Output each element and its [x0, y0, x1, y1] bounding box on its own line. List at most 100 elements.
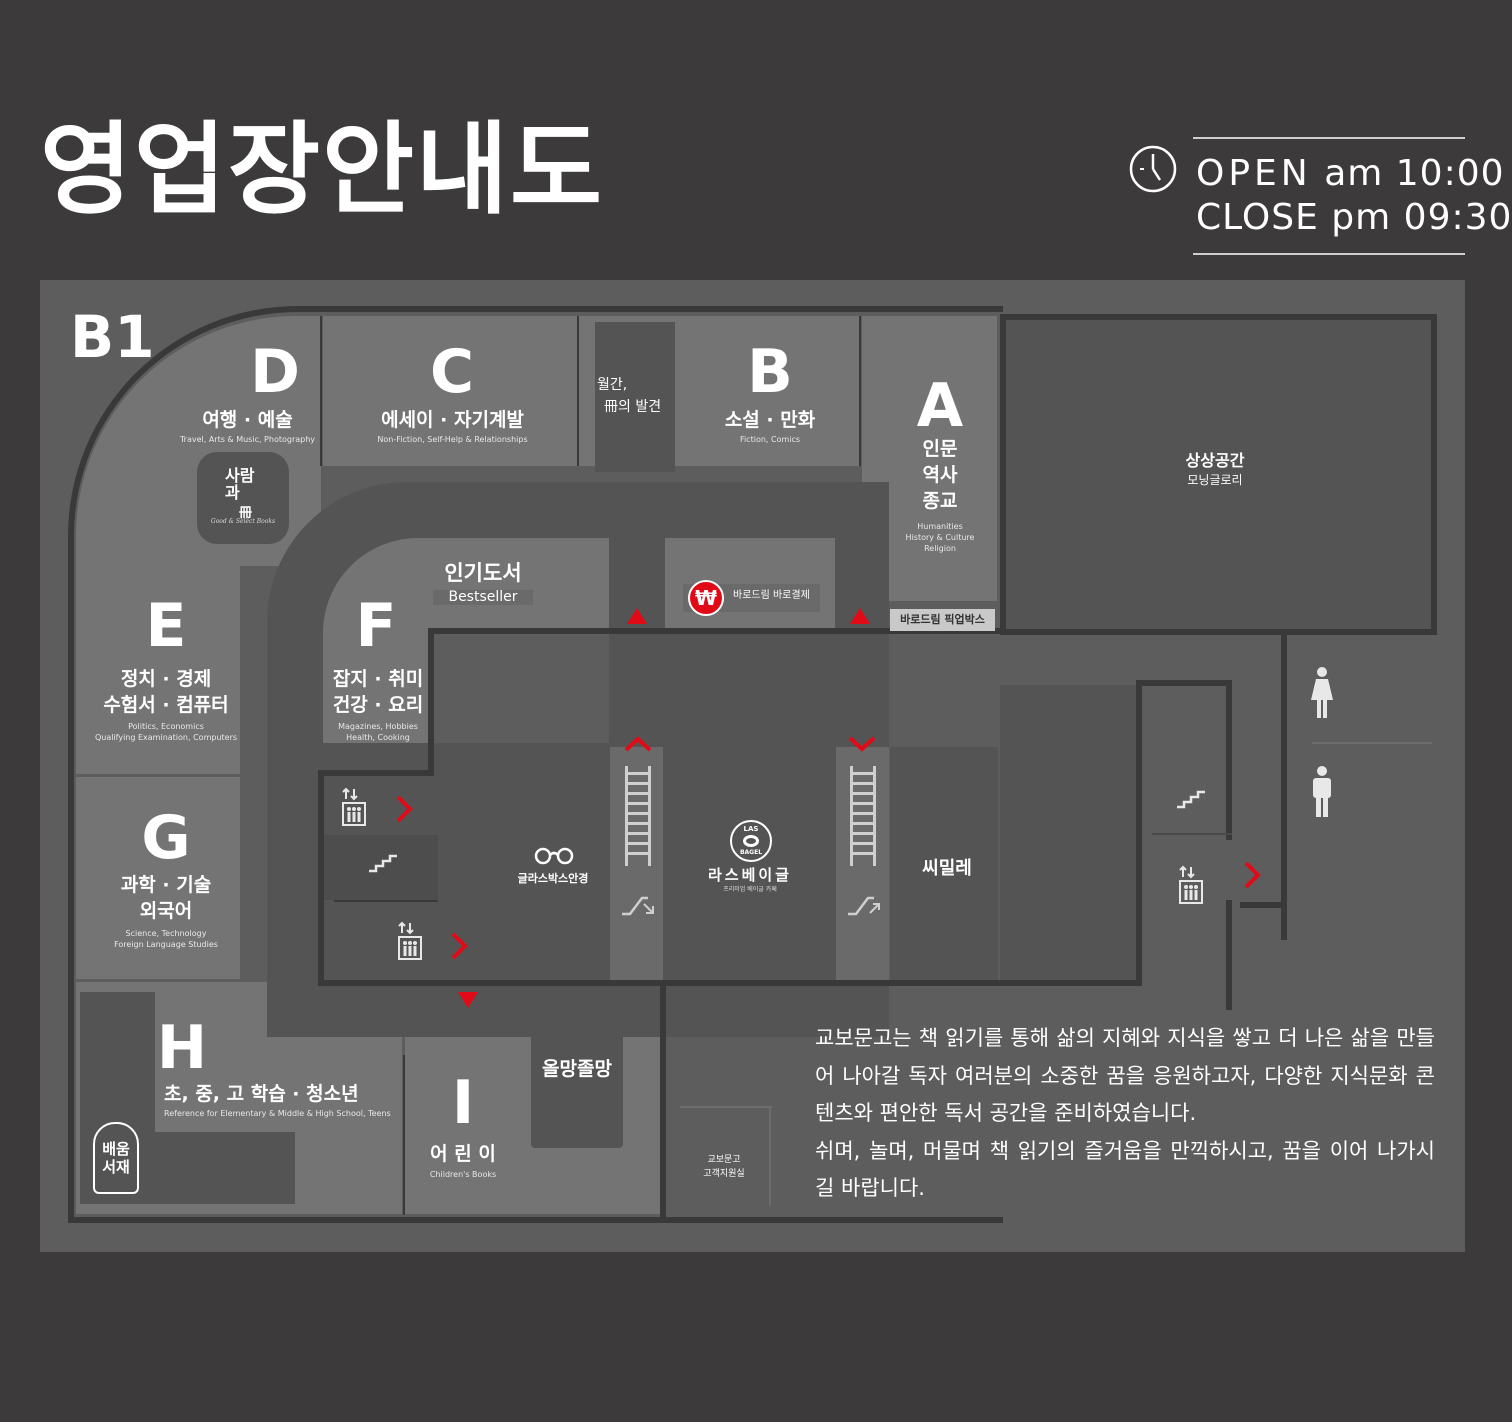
customer-center-line2: 고객지원실 — [703, 1169, 745, 1179]
divider — [334, 900, 438, 902]
hours-bottom-rule — [1193, 253, 1465, 255]
zone-c-area — [323, 316, 577, 466]
escalator-up-sign-icon — [848, 896, 880, 916]
zone-i-letter: I — [451, 1068, 475, 1138]
divider — [577, 316, 579, 466]
zone-e-area — [76, 566, 240, 774]
escalator-down-chevron-icon — [848, 736, 876, 752]
inner-wall — [428, 628, 1148, 634]
divider — [680, 1106, 772, 1108]
zone-g-letter: G — [141, 803, 191, 873]
las-badge-bottom: BAGEL — [739, 849, 763, 856]
zone-e-label-2: 수험서 · 컴퓨터 — [103, 694, 229, 716]
elevator-icon — [398, 921, 422, 960]
zone-monthly-area — [595, 322, 675, 472]
building-outline — [68, 306, 1003, 1223]
inner-wall — [1136, 680, 1142, 986]
baeum-shelf — [80, 992, 155, 1204]
zone-d-eng: Travel, Arts & Music, Photography — [179, 435, 316, 444]
stairs-icon — [369, 854, 397, 873]
zone-b-letter: B — [747, 337, 793, 407]
stairs-icon — [1177, 790, 1205, 809]
zone-f-label-1: 잡지 · 취미 — [332, 668, 424, 690]
olmang-label: 올망졸망 — [542, 1058, 612, 1080]
olmang-store — [531, 1012, 623, 1148]
close-hours: CLOSE pm 09:30 — [1196, 200, 1512, 236]
zone-c-label: 에세이 · 자기계발 — [381, 409, 524, 431]
zone-b-eng: Fiction, Comics — [739, 435, 801, 444]
won-icon: ₩ — [688, 580, 724, 616]
hours-top-rule — [1193, 137, 1465, 139]
zone-a-label-2: 역사 — [922, 464, 958, 486]
zone-a-eng-2: History & Culture — [905, 533, 975, 542]
inner-wall — [660, 980, 666, 1223]
page-title: 영업장안내도 — [40, 111, 604, 228]
arrow-down-icon — [458, 992, 478, 1008]
sangsang-line1: 상상공간 — [1185, 451, 1245, 470]
glasses-label: 글라스박스안경 — [517, 872, 589, 885]
saramgwa-book-sub: Good & Select Books — [210, 518, 276, 525]
arrow-right-icon — [1244, 861, 1261, 889]
zone-e-eng-2: Qualifying Examination, Computers — [94, 733, 238, 742]
arrow-right-icon — [451, 932, 468, 960]
escalator-down-icon — [850, 766, 876, 866]
zone-a-letter: A — [916, 371, 964, 441]
divider — [769, 1106, 771, 1206]
zone-a-eng-1: Humanities — [917, 522, 963, 531]
won-symbol: ₩ — [694, 586, 718, 610]
zone-d-label: 여행 · 예술 — [202, 409, 293, 431]
zone-f-letter: F — [355, 591, 397, 661]
zone-e-label-1: 정치 · 경제 — [120, 668, 212, 690]
zone-g-area — [76, 777, 240, 979]
escalator-down-sign-icon — [622, 896, 654, 916]
male-restroom-icon — [1313, 766, 1331, 817]
restroom-wall — [1240, 902, 1287, 908]
inner-wall — [318, 770, 324, 985]
pickup-box-label: 바로드림 픽업박스 — [890, 609, 995, 631]
saramgwa-book-line2: 冊 — [239, 506, 253, 521]
close-label: CLOSE — [1196, 197, 1319, 238]
sangsang-store — [1000, 314, 1437, 635]
zone-d-letter: D — [250, 337, 300, 407]
inner-wall — [318, 770, 434, 776]
divider — [1312, 742, 1432, 744]
monthly-line1: 월간, — [597, 377, 628, 393]
zone-g-label-2: 외국어 — [139, 900, 193, 922]
customer-center-line1: 교보문고 — [707, 1155, 741, 1165]
zone-e-eng-1: Politics, Economics — [128, 722, 204, 731]
las-bagel-logo: LAS BAGEL — [730, 820, 772, 862]
zone-i-eng: Children's Books — [429, 1170, 497, 1179]
baeum-line2: 서재 — [102, 1158, 130, 1176]
zone-g-eng-2: Foreign Language Studies — [114, 940, 218, 949]
inner-wall — [318, 980, 1138, 986]
baro-pay-label: 바로드림 바로결제 — [733, 590, 810, 601]
arrow-up-icon — [850, 608, 870, 624]
las-bagel-label: 라스베이글 — [707, 866, 792, 884]
zone-b-label: 소설 · 만화 — [724, 409, 816, 431]
floor-map: D 여행 · 예술 Travel, Arts & Music, Photogra… — [40, 280, 1465, 1252]
inner-wall — [1226, 680, 1232, 840]
bagel-icon — [743, 835, 759, 847]
zone-i-label: 어 린 이 — [430, 1143, 496, 1165]
glasses-store — [497, 747, 609, 980]
baeum-seojae-logo: 배움 서재 — [93, 1122, 139, 1194]
bestseller-eng: Bestseller — [433, 589, 533, 606]
zone-g-label-1: 과학 · 기술 — [120, 874, 212, 896]
open-label: OPEN — [1196, 153, 1312, 194]
zone-h-label: 초, 중, 고 학습 · 청소년 — [164, 1083, 359, 1105]
floor-label: B1 — [70, 303, 155, 371]
las-bagel-store — [664, 747, 835, 980]
zone-c-eng: Non-Fiction, Self-Help & Relationships — [377, 435, 528, 444]
inner-wall — [428, 628, 434, 773]
divider — [859, 316, 861, 466]
intro-paragraph-2: 쉬며, 놀며, 머물며 책 읽기의 즐거움을 만끽하시고, 꿈을 이어 나가시길… — [815, 1138, 1435, 1201]
divider — [320, 316, 322, 466]
zone-h-letter: H — [156, 1013, 208, 1083]
close-time: pm 09:30 — [1331, 197, 1512, 238]
zone-c-letter: C — [429, 337, 475, 407]
escalator-up-chevron-icon — [624, 736, 652, 752]
glasses-icon — [534, 847, 574, 865]
sangsang-line2: 모닝글로리 — [1187, 473, 1243, 487]
saramgwa-book-line1: 사람과 — [225, 466, 255, 502]
open-hours: OPEN am 10:00 — [1196, 156, 1505, 192]
